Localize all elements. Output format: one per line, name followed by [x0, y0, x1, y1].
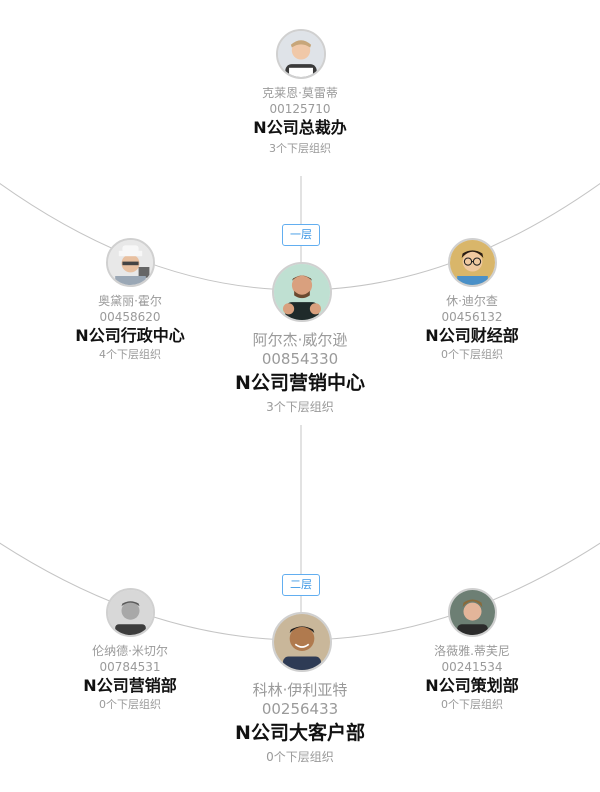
person-avatar-icon: [450, 590, 495, 635]
sub-org-count: 3个下层组织: [269, 142, 331, 155]
level-badge-2[interactable]: 二层: [282, 574, 320, 596]
org-node-level1-center[interactable]: 阿尔杰·威尔逊 00854330 N公司营销中心 3个下层组织: [180, 330, 420, 417]
person-name: 克莱恩·莫雷蒂: [262, 86, 338, 100]
person-id: 00125710: [269, 102, 331, 116]
sub-org-count: 4个下层组织: [99, 348, 161, 361]
avatar-level1-right[interactable]: [448, 238, 497, 287]
org-name: N公司总裁办: [253, 118, 347, 137]
org-node-level2-center[interactable]: 科林·伊利亚特 00256433 N公司大客户部 0个下层组织: [180, 680, 420, 767]
sub-org-count: 0个下层组织: [441, 348, 503, 361]
person-name: 伦纳德·米切尔: [92, 644, 168, 658]
person-id: 00784531: [99, 660, 161, 674]
org-node-level2-right[interactable]: 洛薇雅.蒂芙尼 00241534 N公司策划部 0个下层组织: [372, 643, 572, 713]
person-avatar-icon: [278, 31, 324, 77]
sub-org-count: 0个下层组织: [266, 750, 334, 764]
sub-org-count: 3个下层组织: [266, 400, 334, 414]
person-id: 00256433: [261, 700, 339, 718]
person-avatar-icon: [108, 240, 153, 285]
person-name: 洛薇雅.蒂芙尼: [434, 644, 510, 658]
org-name: N公司财经部: [425, 326, 519, 345]
org-node-top[interactable]: 克莱恩·莫雷蒂 00125710 N公司总裁办 3个下层组织: [200, 85, 400, 157]
person-name: 奥黛丽·霍尔: [98, 294, 162, 308]
org-node-level1-right[interactable]: 休·迪尔查 00456132 N公司财经部 0个下层组织: [372, 293, 572, 363]
person-id: 00241534: [441, 660, 503, 674]
sub-org-count: 0个下层组织: [99, 698, 161, 711]
avatar-level2-center[interactable]: [272, 612, 332, 672]
person-id: 00854330: [261, 350, 339, 368]
person-id: 00458620: [99, 310, 161, 324]
avatar-top[interactable]: [276, 29, 326, 79]
person-name: 科林·伊利亚特: [252, 681, 348, 699]
org-name: N公司大客户部: [235, 722, 365, 744]
sub-org-count: 0个下层组织: [441, 698, 503, 711]
avatar-level1-center[interactable]: [272, 262, 332, 322]
org-name: N公司营销中心: [235, 372, 365, 394]
avatar-level1-left[interactable]: [106, 238, 155, 287]
person-name: 休·迪尔查: [446, 294, 498, 308]
level-badge-1[interactable]: 一层: [282, 224, 320, 246]
org-name: N公司营销部: [83, 676, 177, 695]
person-name: 阿尔杰·威尔逊: [252, 331, 348, 349]
org-name: N公司行政中心: [75, 326, 185, 345]
org-node-level1-left[interactable]: 奥黛丽·霍尔 00458620 N公司行政中心 4个下层组织: [30, 293, 230, 363]
avatar-level2-left[interactable]: [106, 588, 155, 637]
person-avatar-icon: [450, 240, 495, 285]
person-avatar-icon: [108, 590, 153, 635]
person-avatar-icon: [274, 264, 330, 320]
org-name: N公司策划部: [425, 676, 519, 695]
person-id: 00456132: [441, 310, 503, 324]
person-avatar-icon: [274, 614, 330, 670]
avatar-level2-right[interactable]: [448, 588, 497, 637]
org-node-level2-left[interactable]: 伦纳德·米切尔 00784531 N公司营销部 0个下层组织: [30, 643, 230, 713]
